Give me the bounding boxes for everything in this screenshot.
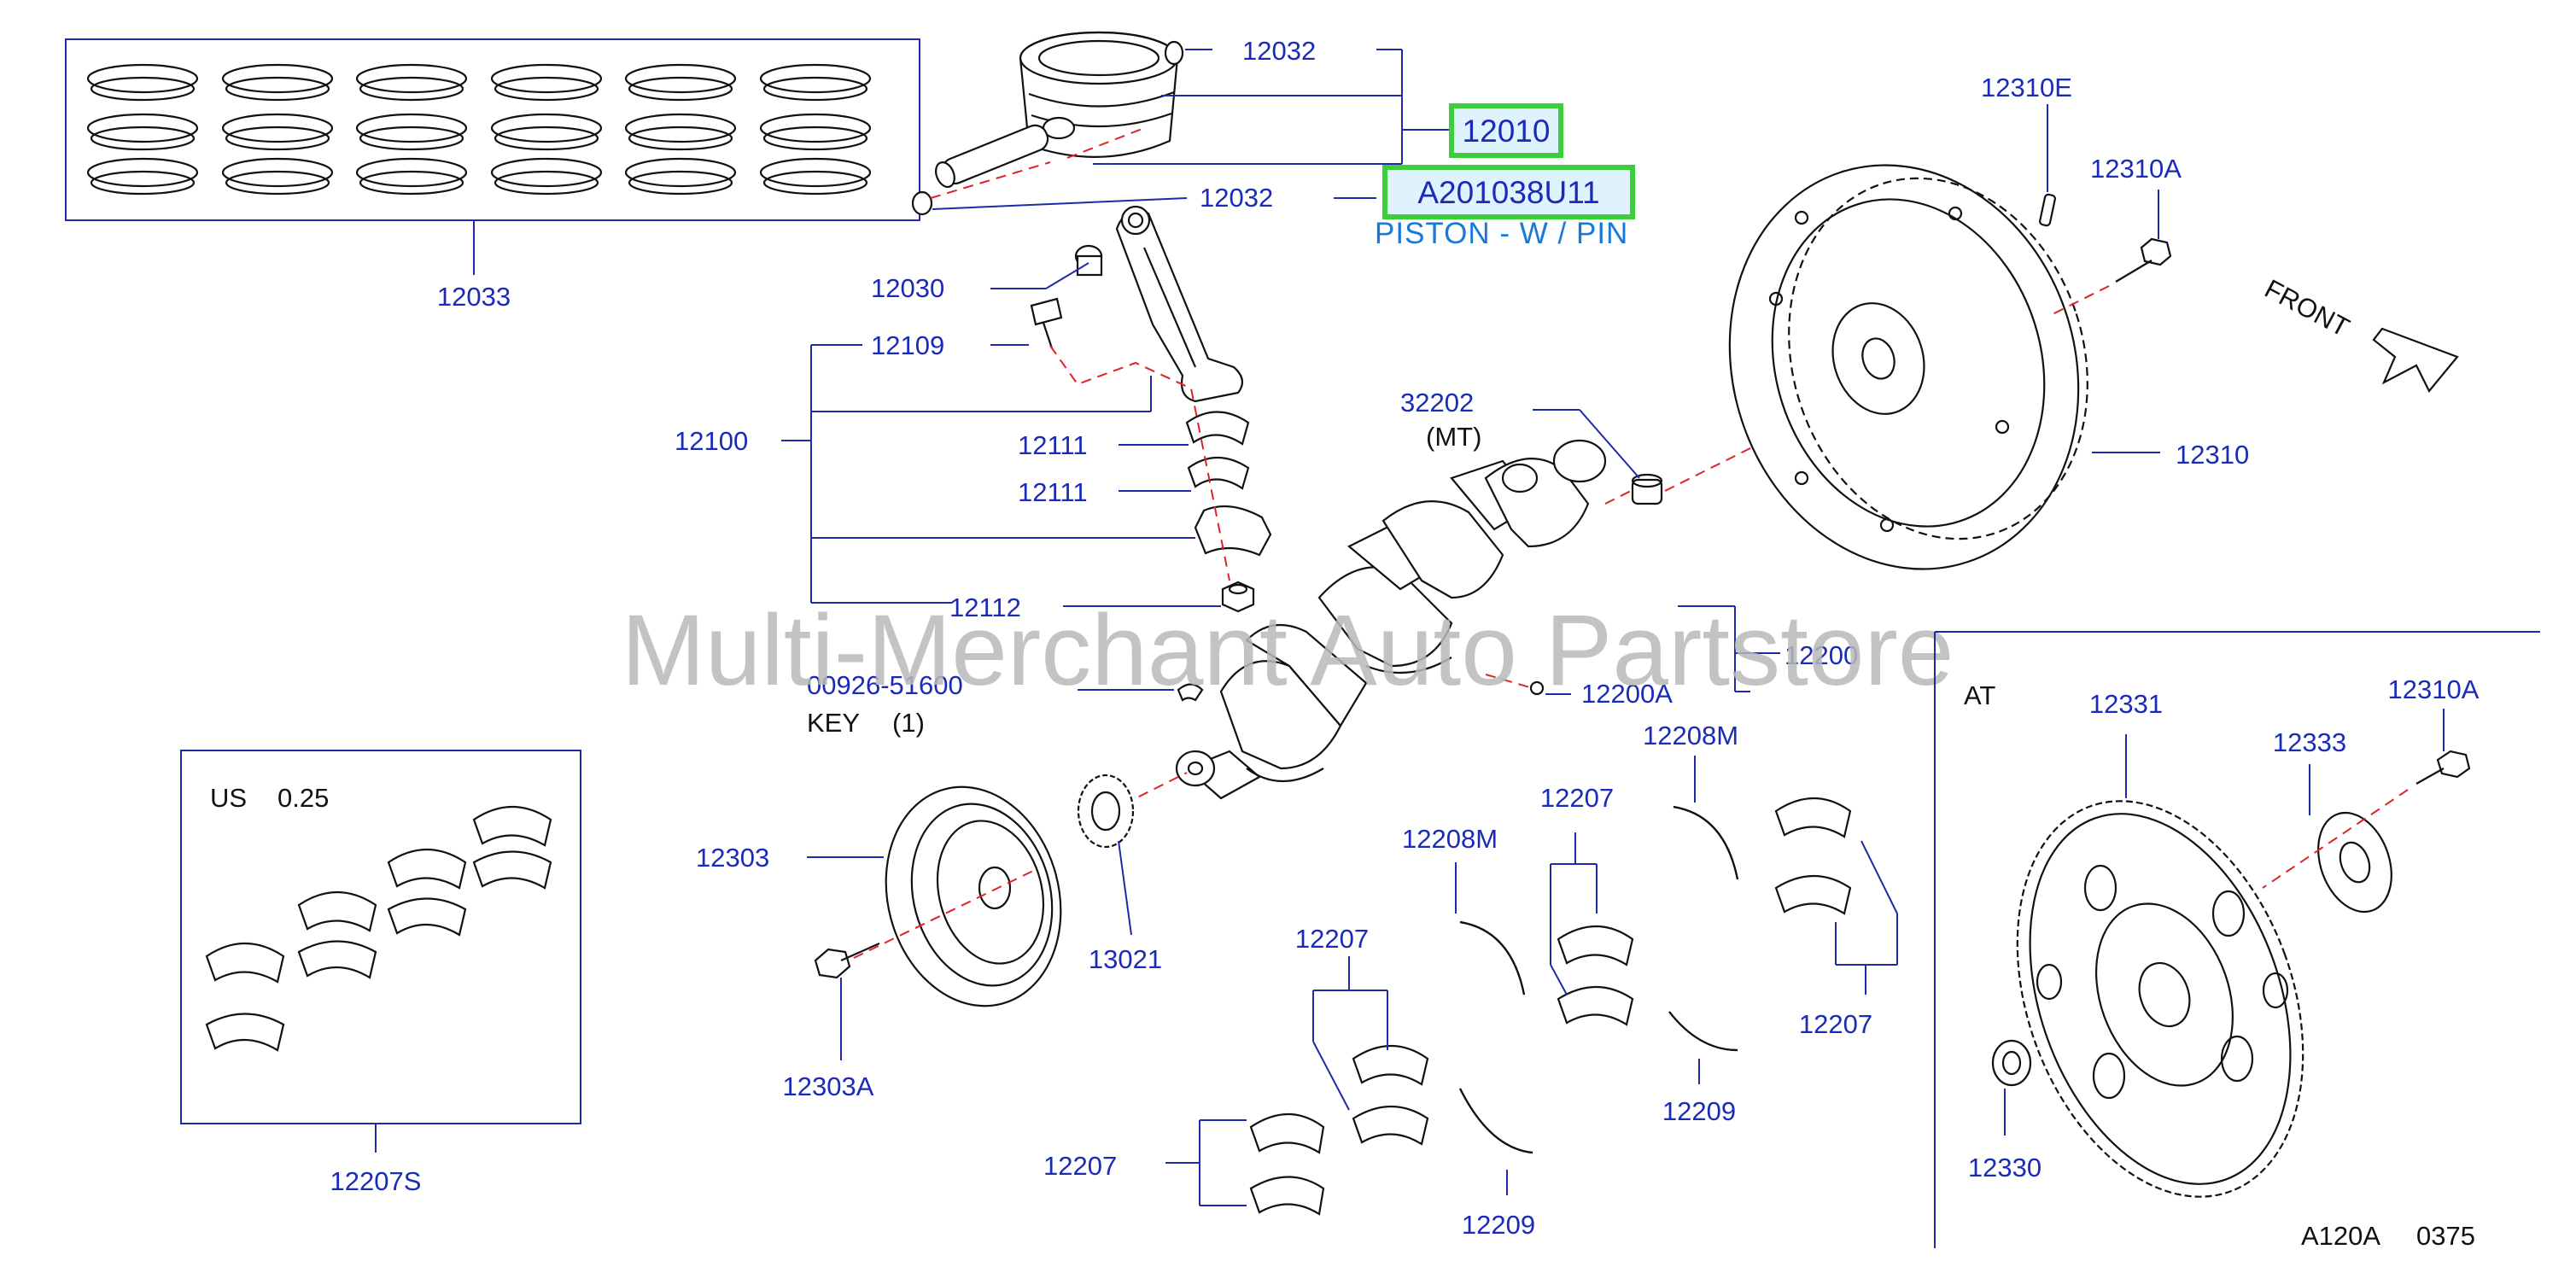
label-12333[interactable]: 12333 (2273, 727, 2346, 757)
highlighted-part-callout[interactable]: 12010 A201038U11 PISTON - W / PIN (1375, 103, 1635, 250)
label-12030[interactable]: 12030 (871, 273, 944, 303)
part-description: PISTON - W / PIN (1375, 217, 1628, 250)
front-indicator-label: FRONT (2260, 273, 2355, 342)
label-12310A[interactable]: 12310A (2090, 154, 2182, 184)
crankshaft[interactable] (1175, 439, 1607, 800)
label-12330[interactable]: 12330 (1968, 1153, 2042, 1182)
thrust-washers[interactable] (1459, 805, 1739, 1154)
label-12100[interactable]: 12100 (675, 426, 748, 456)
label-12207-d[interactable]: 12207 (1799, 1009, 1872, 1039)
label-12331[interactable]: 12331 (2089, 689, 2163, 719)
undersize-bearing-set[interactable]: US 0.25 (180, 750, 581, 1124)
label-12200A[interactable]: 12200A (1581, 679, 1673, 709)
label-12310A-at[interactable]: 12310A (2388, 674, 2480, 704)
label-12033[interactable]: 12033 (437, 282, 511, 312)
label-us: US (210, 783, 247, 813)
connecting-rod[interactable] (1074, 205, 1244, 403)
label-12209-a[interactable]: 12209 (1462, 1210, 1535, 1240)
piston-with-pin[interactable] (911, 31, 1184, 216)
oem-part-number[interactable]: A201038U11 (1417, 175, 1599, 210)
flywheel-mt[interactable] (1679, 120, 2133, 615)
label-12109[interactable]: 12109 (871, 330, 944, 360)
label-12208M-b[interactable]: 12208M (1643, 721, 1738, 750)
main-bearing-shells[interactable] (1249, 797, 1852, 1216)
label-12032-bottom[interactable]: 12032 (1200, 183, 1273, 213)
footer-diagram-code: A120A (2301, 1221, 2380, 1251)
label-at: AT (1964, 680, 1995, 710)
at-section: AT (1934, 631, 2540, 1248)
label-12303A[interactable]: 12303A (783, 1071, 874, 1101)
label-us-size: 0.25 (277, 783, 329, 813)
piston-ring-set[interactable] (65, 38, 920, 221)
rod-bearing-lower[interactable] (1187, 457, 1250, 490)
watermark: Multi-Merchant Auto Partstore (622, 594, 1954, 707)
label-12207-c[interactable]: 12207 (1540, 783, 1614, 813)
label-12032-top[interactable]: 12032 (1242, 36, 1316, 66)
label-12310E[interactable]: 12310E (1981, 73, 2072, 102)
rod-cap[interactable] (1194, 505, 1272, 557)
label-12303[interactable]: 12303 (696, 843, 769, 873)
reinforcement-plate[interactable] (2305, 803, 2404, 922)
label-key: KEY (807, 708, 860, 738)
label-key-qty: (1) (892, 708, 925, 738)
drive-plate-at[interactable] (1966, 761, 2354, 1236)
rod-nut[interactable] (1221, 581, 1255, 613)
label-32202[interactable]: 32202 (1400, 388, 1474, 417)
flywheel-bolt[interactable] (2115, 237, 2172, 283)
label-12207-b[interactable]: 12207 (1295, 924, 1369, 954)
label-12207-a[interactable]: 12207 (1043, 1151, 1117, 1181)
label-13021[interactable]: 13021 (1089, 944, 1162, 974)
label-12207S[interactable]: 12207S (330, 1166, 422, 1196)
label-00926-51600[interactable]: 00926-51600 (807, 670, 963, 700)
drive-plate-bolt[interactable] (2415, 750, 2471, 785)
pulley-bolt[interactable] (814, 942, 880, 979)
crank-pulley[interactable] (862, 768, 1084, 1026)
dowel-pin[interactable] (2039, 193, 2056, 227)
label-12111-b[interactable]: 12111 (1018, 477, 1088, 507)
part-number-12010[interactable]: 12010 (1463, 114, 1551, 149)
label-mt: (MT) (1426, 422, 1481, 452)
footer-diagram-number: 0375 (2416, 1221, 2475, 1251)
label-12200[interactable]: 12200 (1785, 640, 1858, 670)
front-arrow-icon (2372, 327, 2459, 394)
label-12111-a[interactable]: 12111 (1018, 430, 1088, 460)
label-12112[interactable]: 12112 (949, 593, 1021, 622)
rod-bearing-upper[interactable] (1185, 411, 1250, 446)
pilot-converter-bushing[interactable] (1991, 1039, 2032, 1087)
crank-sprocket[interactable] (1077, 774, 1135, 849)
rod-bolt[interactable] (1030, 297, 1063, 349)
woodruff-key[interactable] (1177, 683, 1204, 702)
label-12310[interactable]: 12310 (2176, 440, 2249, 470)
label-12209-b[interactable]: 12209 (1662, 1096, 1736, 1126)
label-12208M-a[interactable]: 12208M (1402, 824, 1498, 854)
pilot-bushing[interactable] (1631, 473, 1663, 505)
